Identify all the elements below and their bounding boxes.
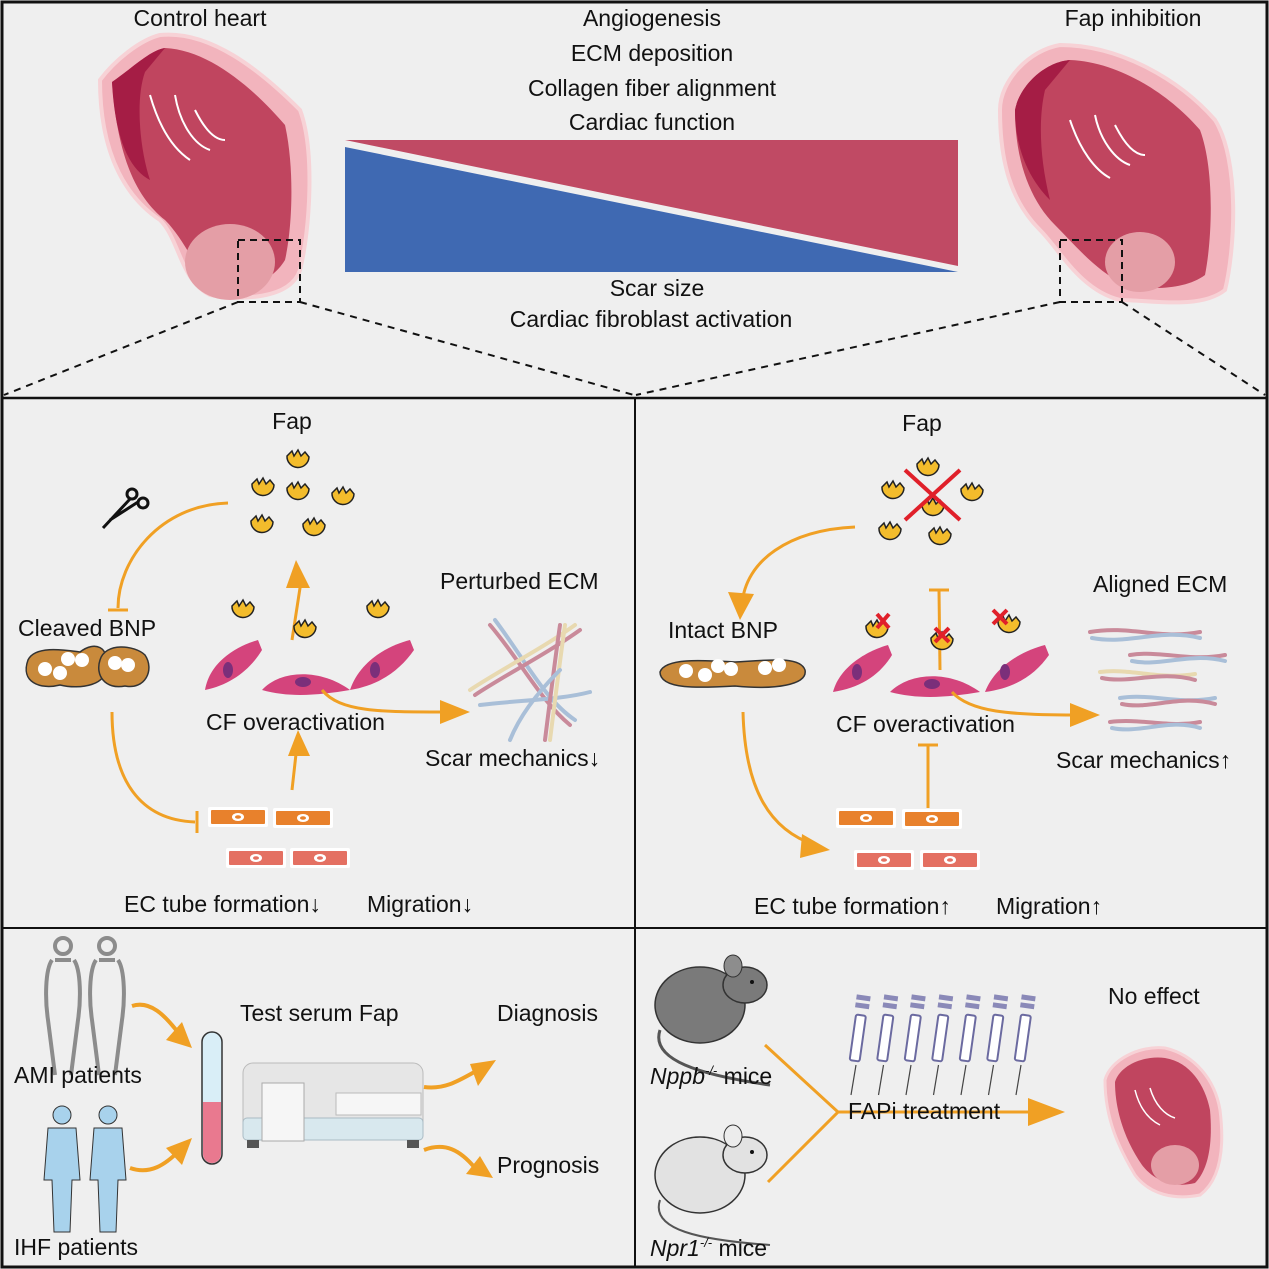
mice-word: mice (717, 1063, 773, 1089)
cleaved-bnp-icon (25, 645, 150, 688)
syringes (848, 993, 1037, 1096)
arrowhead (800, 834, 830, 858)
aligned-ecm-icon (1088, 628, 1227, 732)
zoom-box-left (237, 239, 301, 303)
arrow-ami-to-tube (131, 1002, 182, 1037)
cleaved-bnp-label: Cleaved BNP (18, 615, 157, 641)
increase-item: Angiogenesis (582, 5, 722, 31)
cf-overactivation-label: CF overactivation (206, 709, 385, 735)
syringe-icon (958, 993, 982, 1096)
scissors-icon (101, 487, 150, 530)
diagnosis-label: Diagnosis (497, 1000, 598, 1026)
inhibition-x-icon (903, 468, 962, 522)
ihf-patients-label: IHF patients (14, 1234, 138, 1260)
intact-bnp-label: Intact BNP (668, 617, 778, 643)
migration-label: Migration↑ (996, 893, 1103, 919)
syringe-icon (986, 993, 1010, 1096)
zoom-line (3, 301, 239, 396)
nppb-mouse-icon (654, 954, 771, 1087)
decrease-wedge (345, 147, 958, 272)
fap-label-right: Fap (902, 410, 942, 436)
arrowhead (288, 730, 310, 756)
decrease-item: Cardiac fibroblast activation (509, 306, 793, 332)
arrowhead (1028, 1098, 1065, 1126)
aligned-ecm-label: Aligned ECM (1093, 571, 1228, 597)
fap-label-left: Fap (272, 408, 312, 434)
increase-wedge (345, 140, 958, 266)
endothelial-cells-right (836, 808, 980, 870)
perturbed-ecm-label: Perturbed ECM (440, 568, 599, 594)
syringe-icon (848, 993, 872, 1096)
arrow-to-prognosis (423, 1144, 477, 1170)
increase-item: Collagen fiber alignment (527, 75, 777, 101)
ec-tube-formation-label: EC tube formation↑ (754, 893, 951, 919)
scar-mechanics-label: Scar mechanics↑ (1056, 747, 1232, 773)
mice-word: mice (712, 1235, 768, 1261)
fap-enzymes-left (250, 449, 355, 537)
arrowhead (1070, 703, 1100, 727)
zoom-line (299, 301, 635, 396)
fibroblast-cells-left (205, 599, 414, 695)
arrowhead (166, 1138, 192, 1165)
arrowhead (470, 1060, 496, 1086)
arrowhead (466, 1156, 493, 1178)
test-serum-fap-label: Test serum Fap (240, 1000, 399, 1026)
fapi-treatment-label: FAPi treatment (848, 1098, 1001, 1124)
syringe-icon (903, 993, 927, 1096)
ami-patients-icon (44, 936, 126, 1076)
zoom-box-right (1059, 239, 1123, 303)
knockout-superscript: -/- (699, 1235, 713, 1250)
fap-inhibition-label: Fap inhibition (1064, 5, 1202, 31)
fap-enzymes-right (878, 457, 984, 546)
nppb-mice-label: Nppb-/- mice (650, 1064, 772, 1088)
arrow-bnp-to-ec (741, 711, 816, 847)
arrowhead (728, 592, 754, 620)
increase-item: Cardiac function (568, 109, 736, 135)
intact-bnp-icon (659, 658, 806, 689)
knockout-superscript: -/- (704, 1063, 718, 1078)
gene-name: Nppb (650, 1063, 705, 1089)
ami-patients-label: AMI patients (14, 1062, 142, 1088)
inhibition-arrow (116, 501, 229, 609)
perturbed-ecm-icon (468, 618, 592, 742)
ec-tube-formation-label: EC tube formation↓ (124, 891, 321, 917)
arrowhead (286, 560, 310, 588)
gene-name: Npr1 (650, 1235, 700, 1261)
arrowhead (440, 700, 470, 724)
inhibition-x-icons (875, 608, 1009, 644)
decrease-item: Scar size (609, 275, 705, 301)
prognosis-label: Prognosis (497, 1152, 600, 1178)
inhibition-arrow (110, 711, 196, 824)
outcome-heart-icon (1103, 1046, 1224, 1199)
zoom-line (1121, 301, 1266, 396)
analyzer-machine-icon (242, 1062, 424, 1148)
arrowhead (166, 1022, 192, 1048)
endothelial-cells-left (208, 807, 350, 868)
cf-overactivation-label: CF overactivation (836, 711, 1015, 737)
control-heart-icon (97, 32, 312, 300)
arrow-cf-to-ecm (950, 690, 1076, 717)
migration-label: Migration↓ (367, 891, 474, 917)
npr1-mouse-icon (654, 1124, 771, 1246)
syringe-icon (876, 993, 900, 1096)
converging-lines (763, 1043, 841, 1184)
syringe-icon (931, 993, 955, 1096)
control-heart-label: Control heart (133, 5, 267, 31)
increase-item: ECM deposition (570, 40, 734, 66)
fibroblast-cells-right (833, 614, 1049, 697)
ihf-patients-icon (43, 1105, 127, 1233)
syringe-icon (1013, 993, 1037, 1096)
scar-mechanics-label: Scar mechanics↓ (425, 745, 601, 771)
npr1-mice-label: Npr1-/- mice (650, 1236, 767, 1260)
arrow-cf-to-ecm (320, 689, 446, 714)
arrow-fap-to-bnp (740, 525, 856, 606)
fap-inhibition-heart-icon (997, 42, 1236, 305)
test-tube-icon (201, 1031, 223, 1165)
no-effect-label: No effect (1108, 983, 1200, 1009)
arrow-to-diagnosis (423, 1068, 479, 1090)
